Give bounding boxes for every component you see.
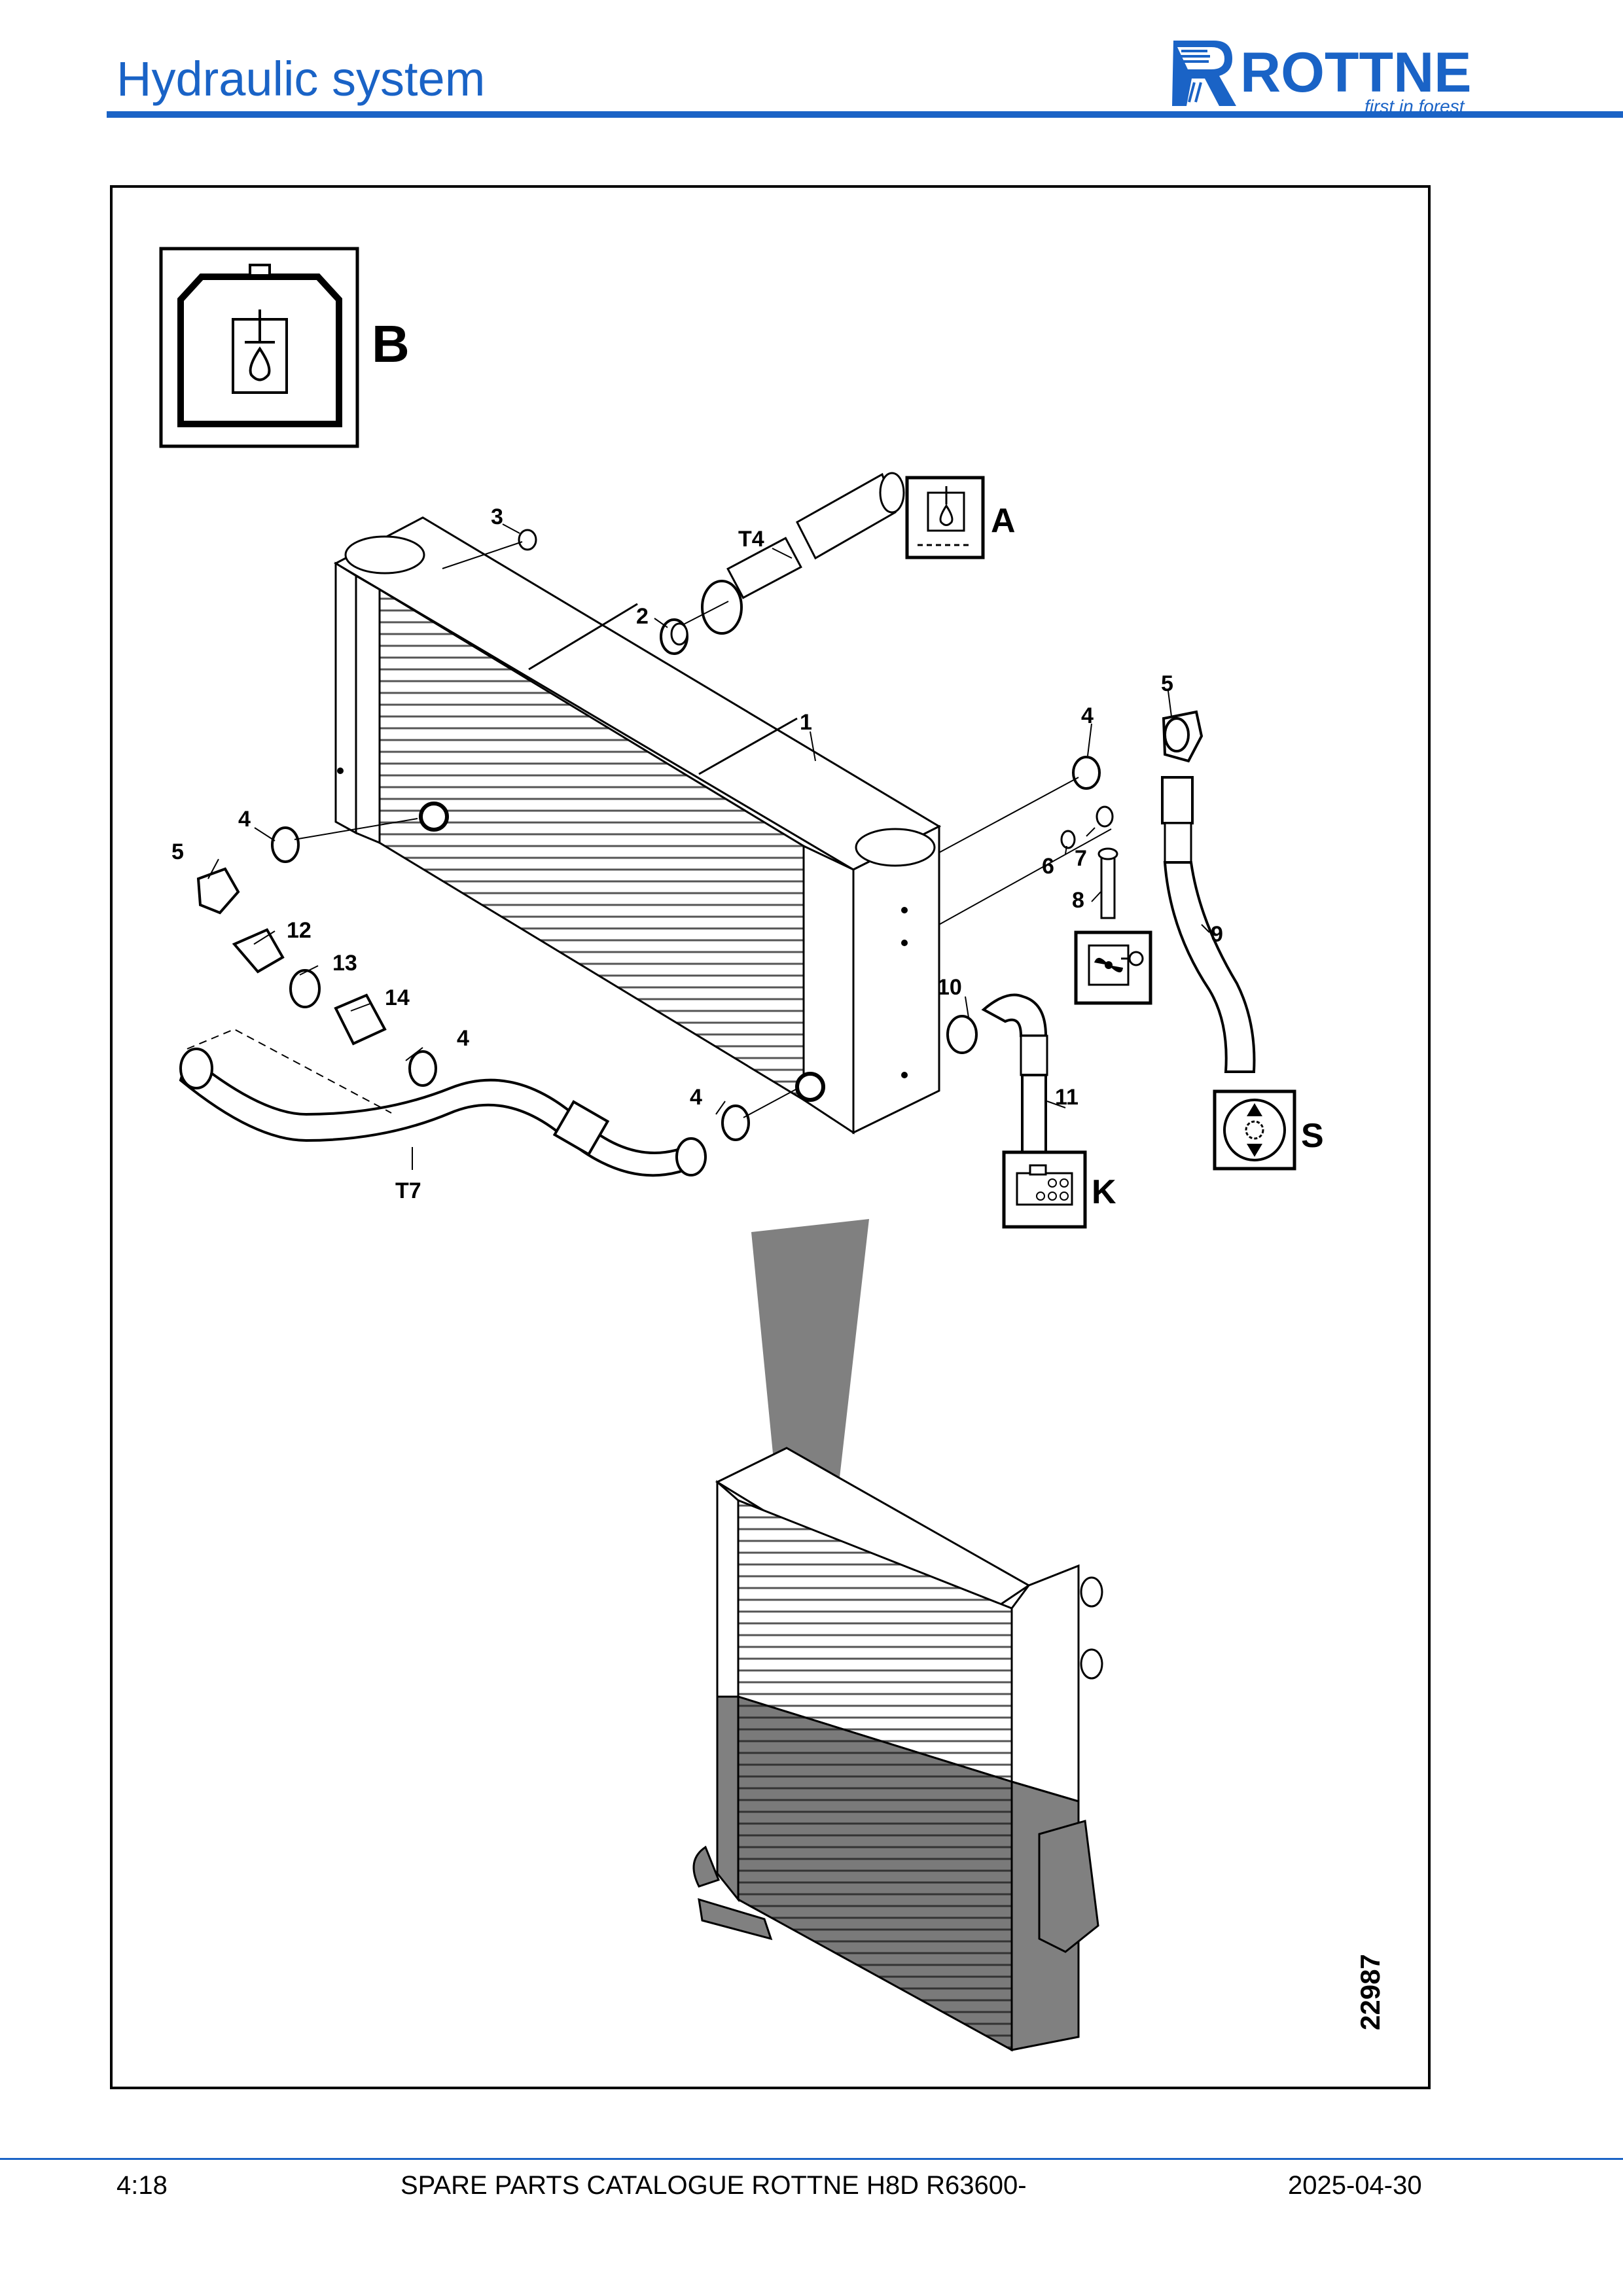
drawing-number: 22987 <box>1355 1954 1385 2030</box>
fitting-4-left-bottom <box>408 1050 437 1087</box>
callout-6: 6 <box>1042 854 1054 879</box>
callout-4-left: 4 <box>238 807 251 832</box>
page-number: 4:18 <box>116 2171 168 2200</box>
fitting-13 <box>289 969 321 1008</box>
callout-12: 12 <box>287 918 312 943</box>
callout-5-right: 5 <box>1161 671 1173 696</box>
catalogue-title: SPARE PARTS CATALOGUE ROTTNE H8D R63600- <box>401 2171 1027 2200</box>
callout-t4: T4 <box>738 527 764 552</box>
callout-10: 10 <box>937 975 962 1000</box>
view-letter-s: S <box>1301 1117 1324 1155</box>
fitting-4-bottom <box>721 1104 750 1141</box>
rottne-logo: ROTTNE first in forest <box>1172 41 1472 116</box>
callout-11: 11 <box>1055 1085 1079 1110</box>
fitting-2 <box>660 618 688 655</box>
symbol-b-tank-icon <box>159 247 359 448</box>
fitting-7 <box>1096 805 1114 828</box>
symbol-a-tank-icon <box>905 476 985 559</box>
hose-t4 <box>701 472 905 635</box>
symbol-s-pump-icon <box>1213 1089 1296 1171</box>
callout-3: 3 <box>491 504 503 529</box>
footer-rule <box>0 2158 1623 2160</box>
plug-3 <box>518 529 537 551</box>
view-letter-k: K <box>1092 1173 1116 1211</box>
callout-4-right: 4 <box>1081 703 1094 728</box>
rottne-r-mark-icon <box>1172 41 1236 106</box>
callout-4-left-bottom: 4 <box>457 1026 469 1051</box>
fitting-10 <box>946 1015 978 1054</box>
callout-7: 7 <box>1075 846 1087 871</box>
elbow-5-left <box>196 867 240 915</box>
hose-t7 <box>179 1048 707 1177</box>
callout-9: 9 <box>1211 922 1223 947</box>
callout-2: 2 <box>636 604 649 629</box>
brand-name: ROTTNE <box>1240 41 1472 104</box>
fitting-6 <box>1060 830 1076 849</box>
callout-1: 1 <box>800 710 812 735</box>
view-letter-b: B <box>372 315 410 373</box>
cooler-radiator <box>333 516 942 1135</box>
fitting-4-right-top <box>1072 756 1101 790</box>
callout-4-bottom: 4 <box>690 1085 702 1110</box>
callout-leaders <box>207 523 1210 1170</box>
cooler-overview <box>692 1447 1103 2052</box>
coupling-14 <box>334 993 387 1046</box>
exploded-parts-diagram: B A <box>159 247 1385 2052</box>
page-title: Hydraulic system <box>116 52 486 106</box>
elbow-12 <box>232 928 285 974</box>
callout-8: 8 <box>1072 888 1084 913</box>
view-letter-a: A <box>991 502 1016 540</box>
publication-date: 2025-04-30 <box>1288 2171 1422 2200</box>
fitting-4-left <box>271 826 300 863</box>
elbow-5-right <box>1162 710 1204 763</box>
header-rule <box>107 111 1623 118</box>
symbol-fan-motor-icon <box>1074 930 1152 1005</box>
hose-9 <box>1161 776 1256 1073</box>
callout-13: 13 <box>332 951 357 976</box>
tube-8 <box>1097 847 1118 919</box>
callout-t7: T7 <box>395 1178 421 1203</box>
callout-14: 14 <box>385 985 410 1010</box>
symbol-k-valve-block-icon <box>1002 1150 1087 1229</box>
diagram-frame <box>110 185 1431 2089</box>
callout-5-left: 5 <box>171 839 184 864</box>
